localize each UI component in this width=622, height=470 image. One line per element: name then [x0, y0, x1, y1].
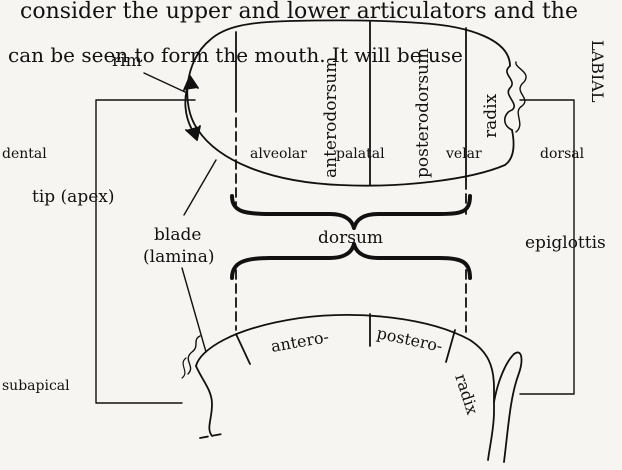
rim-arrow-head-bottom [186, 126, 200, 140]
ghost-heading-5: dorsal [540, 146, 585, 162]
divider-blade-lower [236, 334, 250, 364]
ghost-heading-3: palatal [336, 146, 385, 162]
tongue-outline-lower [196, 315, 494, 460]
label-radix-upper: radix [481, 93, 501, 138]
label-antero: antero- [269, 327, 330, 356]
radix-wavy-edge-upper [505, 66, 514, 130]
label-rim: rim [112, 51, 142, 71]
label-postero: postero- [375, 323, 444, 355]
ghost-bottom-left: subapical [2, 378, 70, 394]
label-anterodorsum: anterodorsum [321, 57, 341, 178]
ghost-heading-1: dental [2, 146, 47, 162]
rim-leader [144, 73, 185, 92]
tongue-underside-lower [196, 366, 212, 436]
divider-postero-radix [446, 330, 455, 362]
epiglottis-flap [494, 352, 521, 462]
dorsum-brace-bottom [232, 244, 470, 278]
label-tip-apex: tip (apex) [32, 187, 115, 207]
tip-cut-wavy-lower-2 [182, 358, 186, 378]
label-posterodorsum: posterodorsum [413, 48, 433, 178]
ghost-heading-4: velar [445, 146, 482, 162]
rim-arrow-head-top [184, 76, 198, 90]
label-epiglottis: epiglottis [525, 233, 606, 253]
radix-wavy-edge-upper-inner [516, 62, 526, 132]
blade-leader-lower [182, 268, 206, 352]
ghost-heading-2: alveolar [250, 146, 307, 162]
ghost-side-label: LABIAL [588, 40, 607, 103]
label-lamina: (lamina) [143, 247, 214, 267]
label-radix-lower: radix [451, 371, 482, 416]
tip-cut-wavy-lower [188, 336, 200, 374]
blade-leader-upper [184, 160, 216, 215]
label-blade: blade [154, 225, 201, 245]
dorsum-brace-top [232, 196, 470, 228]
label-dorsum: dorsum [318, 228, 383, 248]
